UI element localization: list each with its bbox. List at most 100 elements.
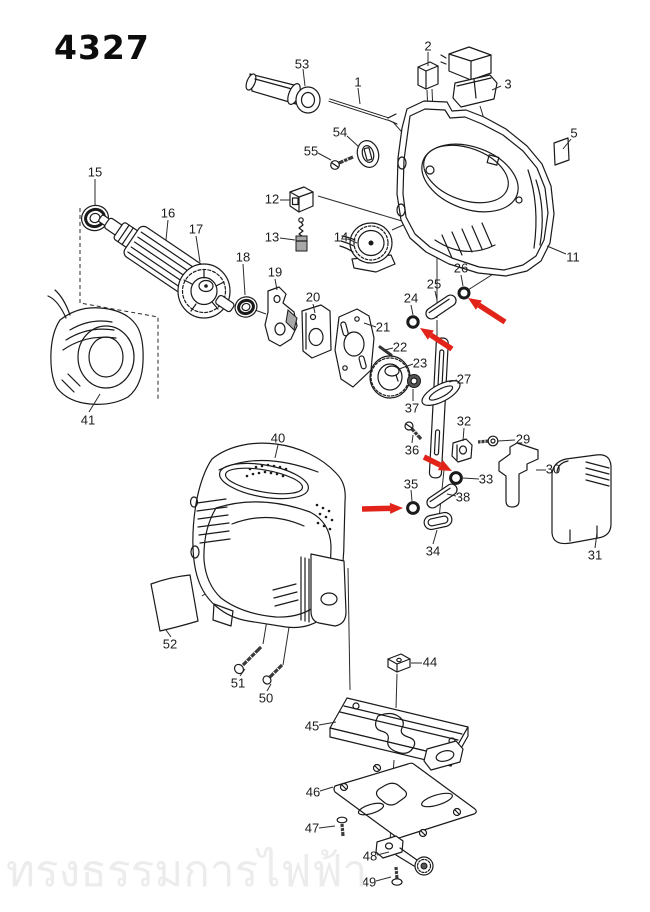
red-arrow-head <box>389 502 403 514</box>
part-label-2: 2 <box>424 39 431 54</box>
part-label-17: 17 <box>189 222 203 237</box>
red-arrow-shaft <box>422 454 442 468</box>
part-22-pin-drawing <box>378 345 393 357</box>
leader-line-52 <box>165 629 172 638</box>
leader-line-17 <box>195 235 201 263</box>
part-41-field-drawing <box>47 289 144 405</box>
leader-line-18 <box>242 263 246 296</box>
part-label-54: 54 <box>333 125 347 140</box>
leader-line-14 <box>347 238 358 244</box>
part-45-base-drawing <box>329 697 469 771</box>
red-arrow-head <box>468 298 482 310</box>
leader-line-47 <box>318 825 336 829</box>
leader-line-51 <box>239 668 246 677</box>
part-label-3: 3 <box>504 77 511 92</box>
part-label-11: 11 <box>566 250 580 265</box>
part-label-19: 19 <box>268 265 282 280</box>
leader-line-41 <box>88 393 101 413</box>
part-label-53: 53 <box>295 57 309 72</box>
part-19-bearing-bracket-drawing <box>264 286 298 347</box>
part-label-21: 21 <box>376 320 390 335</box>
leader-line-31 <box>594 532 598 549</box>
part-46-cover-plate-drawing <box>333 762 477 839</box>
part-20-plate-drawing <box>301 304 332 359</box>
leader-line-11 <box>546 245 567 255</box>
leader-line-20 <box>312 303 316 314</box>
leader-line-55 <box>317 152 332 161</box>
part-30-guard-drawing <box>498 442 539 508</box>
leader-line-24 <box>410 304 414 316</box>
part-label-55: 55 <box>304 144 318 159</box>
part-32-clamp-drawing <box>451 438 473 463</box>
connector-line <box>347 567 351 691</box>
part-label-23: 23 <box>413 356 427 371</box>
part-label-26: 26 <box>454 261 468 276</box>
part-26-o-ring-drawing <box>457 286 471 300</box>
part-label-13: 13 <box>265 230 279 245</box>
leader-line-22 <box>384 347 394 351</box>
red-arrow-shaft <box>477 302 507 325</box>
part-33-o-ring-drawing <box>449 471 463 485</box>
leader-line-33 <box>462 477 480 480</box>
part-label-44: 44 <box>423 655 437 670</box>
leader-line-38 <box>446 493 457 497</box>
label-leader-lines-layer <box>88 52 598 882</box>
leader-line-16 <box>165 219 169 241</box>
part-54-strain-relief-drawing <box>356 140 380 168</box>
part-label-52: 52 <box>163 637 177 652</box>
leader-line-3 <box>491 85 502 91</box>
part-label-20: 20 <box>306 290 320 305</box>
part-label-24: 24 <box>404 291 418 306</box>
part-label-1: 1 <box>354 75 361 90</box>
part-label-35: 35 <box>404 477 418 492</box>
leader-line-40 <box>274 444 279 459</box>
leader-line-5 <box>562 138 572 150</box>
part-50-screw-drawing <box>262 663 284 685</box>
leader-line-26 <box>460 274 464 287</box>
part-49-screw-drawing <box>391 866 403 886</box>
leader-line-54 <box>346 135 360 148</box>
dashed-group-box <box>79 208 159 400</box>
part-48-roller-lever-drawing <box>375 835 434 876</box>
part-17-fan-drawing <box>177 263 235 319</box>
part-2-switch-unit-drawing <box>417 61 439 90</box>
part-35-o-ring-drawing <box>406 501 420 515</box>
part-37-bushing-drawing <box>407 374 421 388</box>
leader-line-34 <box>432 529 438 545</box>
watermark-text: ทรงธรรมการไฟฟ้า <box>6 846 368 897</box>
leader-line-53 <box>302 68 306 87</box>
leader-line-32 <box>462 427 465 442</box>
part-31-cover-drawing <box>551 454 612 545</box>
part-label-45: 45 <box>305 719 319 734</box>
leader-line-29 <box>497 439 516 442</box>
part-label-15: 15 <box>88 165 102 180</box>
part-label-47: 47 <box>305 821 319 836</box>
red-arrow-shaft <box>361 505 391 512</box>
leader-line-36 <box>411 434 414 444</box>
part-40-housing-drawing <box>189 442 347 629</box>
part-label-50: 50 <box>259 691 273 706</box>
connector-line <box>395 673 398 709</box>
part-label-46: 46 <box>306 785 320 800</box>
part-14-balancer-drawing <box>339 222 396 273</box>
part-13-carbon-brush-drawing <box>295 217 308 252</box>
part-51-screw-drawing <box>233 645 263 675</box>
part-label-14: 14 <box>334 230 348 245</box>
connector-line <box>254 309 267 315</box>
part-11-motor-housing-drawing <box>396 100 555 277</box>
leader-line-48 <box>376 851 390 856</box>
leader-line-23 <box>398 363 414 370</box>
part-label-34: 34 <box>426 544 440 559</box>
red-arrow-shaft <box>429 332 454 352</box>
part-label-5: 5 <box>570 126 577 141</box>
part-label-51: 51 <box>231 676 245 691</box>
part-3-switch-drawing <box>440 46 498 108</box>
part-label-36: 36 <box>405 443 419 458</box>
part-label-12: 12 <box>265 192 279 207</box>
part-53-cord-guard-drawing <box>245 73 321 114</box>
part-12-brush-holder-cap-drawing <box>289 186 314 213</box>
part-label-31: 31 <box>588 548 602 563</box>
part-label-48: 48 <box>363 849 377 864</box>
